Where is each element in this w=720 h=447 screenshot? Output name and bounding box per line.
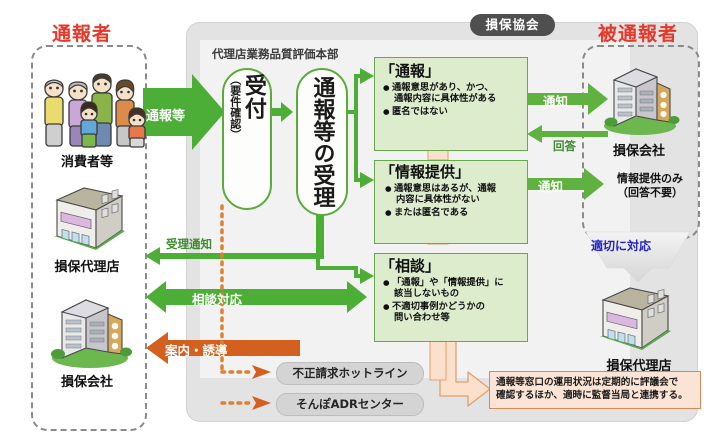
receipt-notice-label: 受理通知 <box>166 237 212 251</box>
category-box-information: 「情報提供」 通報意思はあるが、通報 内容に具体性がない または匿名である <box>374 160 528 244</box>
category-information-bullet-1: 通報意思はあるが、通報 内容に具体性がない <box>385 183 523 206</box>
step-reception-label: 受付 <box>240 74 266 120</box>
appropriate-response-label: 適切に対応 <box>591 239 652 253</box>
footnote-arrow <box>439 339 491 407</box>
report-in-arrow <box>143 74 225 150</box>
sonpo-association-pill: 損保協会 <box>470 14 555 36</box>
consultation-response-label: 相談対応 <box>192 292 243 307</box>
category-consultation-bullet-1: 「通報」や「情報提供」に 該当しないもの <box>383 277 523 300</box>
branch-arrowheads <box>360 68 374 284</box>
guidance-label: 案内・誘導 <box>165 343 228 358</box>
category-information-bullet-2: または匿名である <box>385 207 523 219</box>
step-acceptance-label: 通報等の受理 <box>309 76 335 208</box>
info-only-line2: （回答不要） <box>617 185 683 199</box>
reply-arrow <box>527 125 608 143</box>
appropriate-response-arrow <box>585 231 691 283</box>
hotline-fraud-claim[interactable]: 不正請求ホットライン <box>276 362 424 385</box>
footnote-line-1: 通報等窓口の運用状況は定期的に評議会で <box>496 377 679 388</box>
consultation-response-arrow <box>146 281 367 313</box>
category-report-title: 「通報」 <box>380 62 441 80</box>
category-report-bullet-1: 通報意思があり、かつ、 通報内容に具体性がある <box>383 82 523 105</box>
category-report-bullet-2: 匿名ではない <box>383 106 523 118</box>
category-box-connectors <box>427 147 449 381</box>
agency-building-icon <box>600 287 671 350</box>
left-entity-label-consumers: 消費者等 <box>60 155 113 170</box>
step-acceptance-capsule: 通報等の受理 <box>296 68 348 216</box>
right-entity-label-agency: 損保代理店 <box>606 359 672 374</box>
step-reception-sublabel: （要件確認） <box>228 74 242 140</box>
left-entity-label-insurer: 損保会社 <box>60 375 113 390</box>
notice-2-label: 通知 <box>538 179 564 194</box>
left-entity-label-agency: 損保代理店 <box>54 260 120 275</box>
agency-building-icon <box>54 187 125 250</box>
notice-arrow-2 <box>525 168 604 200</box>
reported-party-column-header: 被通報者 <box>597 23 678 45</box>
reporter-group-box <box>31 45 147 431</box>
insurance-company-building-icon <box>51 299 132 368</box>
footnote-line-2: 確認するほか、適時に監督当局と連携する。 <box>496 389 688 401</box>
step-reception-capsule: 受付 （要件確認） <box>222 68 272 210</box>
reply-label: 回答 <box>553 139 576 153</box>
receipt-notice-arrow <box>145 212 324 265</box>
notice-arrow-1 <box>525 83 608 115</box>
category-information-title: 「情報提供」 <box>380 163 471 181</box>
info-only-line1: 情報提供のみ <box>617 172 683 185</box>
footnote-box: 通報等窓口の運用状況は定期的に評議会で 確認するほか、適時に監督当局と連携する。 <box>489 371 701 409</box>
reporter-column-header: 通報者 <box>51 23 112 45</box>
reception-to-hotline-dotted-line <box>220 204 271 410</box>
reception-to-acceptance-arrow <box>270 102 293 122</box>
category-box-report: 「通報」 通報意思があり、かつ、 通報内容に具体性がある 匿名ではない <box>374 57 528 151</box>
hotline-sonpo-adr[interactable]: そんぽADRセンター <box>276 393 424 416</box>
insurance-company-building-icon <box>604 68 680 135</box>
category-box-consultation: 「相談」 「通報」や「情報提供」に 該当しないもの 不適切事例かどうかの 問い合… <box>374 253 528 342</box>
right-entity-label-insurer: 損保会社 <box>612 144 665 159</box>
guidance-arrow <box>146 332 300 364</box>
category-consultation-title: 「相談」 <box>380 257 441 275</box>
notice-1-label: 通知 <box>543 94 569 109</box>
info-only-note: 情報提供のみ （回答不要） <box>600 172 700 200</box>
evaluation-hq-title: 代理店業務品質評価本部 <box>212 47 339 61</box>
category-consultation-bullet-2: 不適切事例かどうかの 問い合わせ等 <box>383 301 523 324</box>
family-icon <box>44 73 146 148</box>
report-in-arrow-label: 通報等 <box>146 109 186 124</box>
